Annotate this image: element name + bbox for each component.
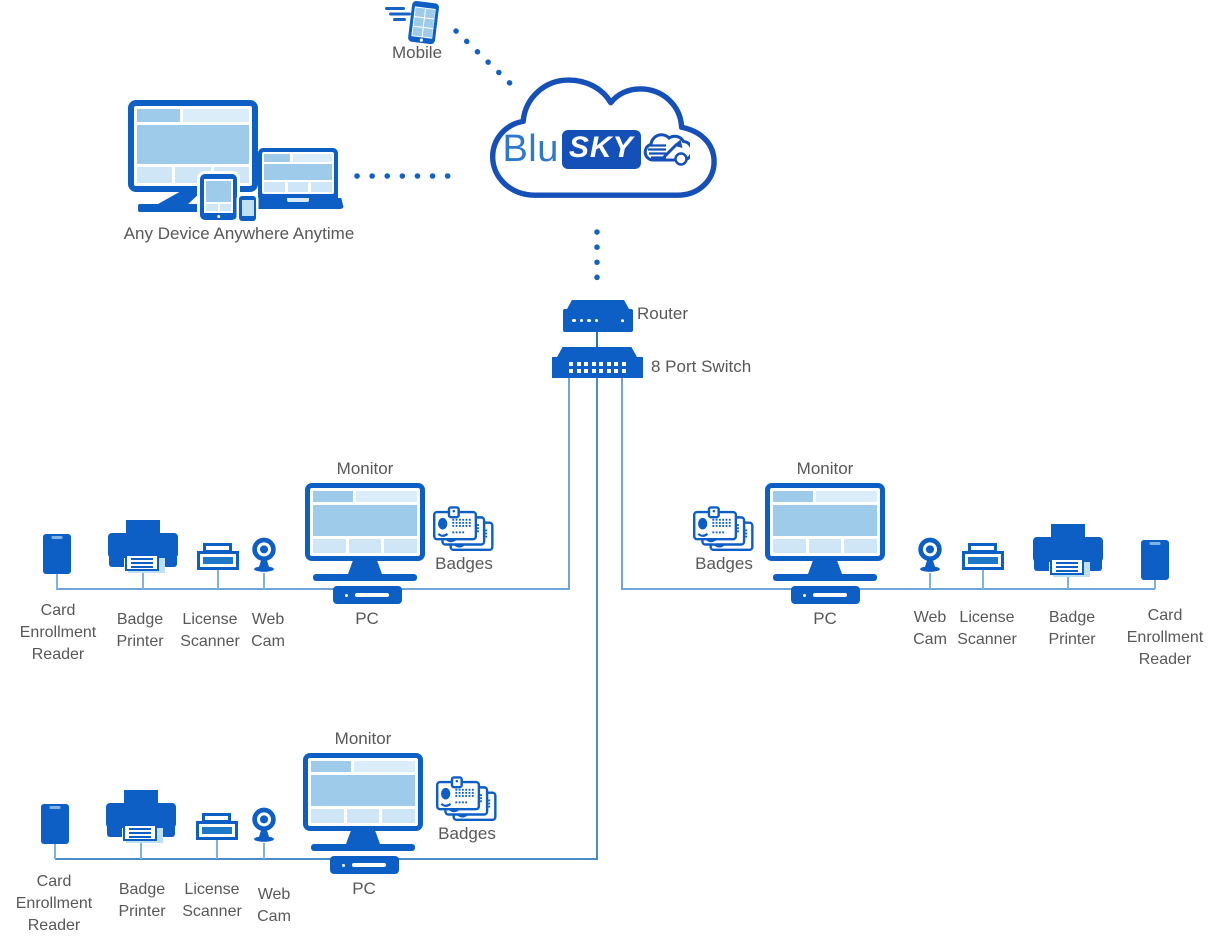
card-enrollment-reader-label: Card Enrollment Reader [19, 602, 97, 663]
logo-cloud-glyph-icon [643, 132, 690, 166]
license-scanner-label: License Scanner [957, 609, 1017, 648]
license-scanner-icon [962, 543, 1004, 570]
logo-sky-badge: SKY [561, 130, 641, 169]
monitor-icon [305, 483, 425, 581]
pc-label: PC [355, 609, 379, 628]
license-scanner-label: License Scanner [182, 881, 242, 920]
license-scanner-icon [197, 543, 239, 570]
web-cam-label: Web Cam [251, 611, 285, 650]
any-device-monitor-icon [128, 100, 258, 212]
card-enrollment-reader-label: Card Enrollment Reader [1126, 607, 1204, 668]
web-cam-icon [252, 537, 276, 572]
pc-icon [791, 586, 860, 604]
pc-icon [330, 856, 399, 874]
badge-printer-label: Badge Printer [1048, 609, 1096, 648]
logo-blu-text: Blu [502, 128, 559, 170]
badge-printer-label: Badge Printer [118, 881, 166, 920]
badges-label: Badges [435, 554, 493, 573]
monitor-label: Monitor [334, 729, 392, 748]
badges-icon [433, 506, 494, 552]
blusky-logo: Blu SKY [473, 128, 719, 171]
router-label: Router [637, 304, 689, 323]
badges-label: Badges [438, 824, 496, 843]
mobile-icon [385, 1, 439, 45]
pc-label: PC [352, 879, 376, 898]
pc-icon [333, 586, 402, 604]
badges-icon [436, 776, 497, 822]
switch-icon [552, 347, 643, 378]
badges-icon [693, 506, 754, 552]
monitor-icon [765, 483, 885, 581]
card-enrollment-reader-icon [1141, 540, 1169, 580]
laptop-icon [252, 148, 344, 209]
card-enrollment-reader-icon [41, 804, 69, 844]
blusky-cloud: Blu SKY [473, 70, 719, 218]
web-cam-icon [252, 807, 276, 842]
badges-label: Badges [695, 554, 753, 573]
badge-printer-icon [108, 520, 178, 573]
mobile-label: Mobile [391, 43, 443, 62]
card-enrollment-reader-label: Card Enrollment Reader [15, 873, 93, 934]
monitor-label: Monitor [796, 459, 854, 478]
pc-label: PC [813, 609, 837, 628]
switch-label: 8 Port Switch [651, 357, 752, 376]
license-scanner-icon [196, 813, 238, 840]
badge-printer-icon [106, 790, 176, 843]
any-device-label: Any Device Anywhere Anytime [123, 224, 355, 243]
badge-printer-icon [1033, 524, 1103, 577]
tablet-icon [200, 174, 237, 220]
card-enrollment-reader-icon [43, 534, 71, 574]
web-cam-icon [918, 537, 942, 572]
web-cam-label: Web Cam [913, 609, 947, 648]
monitor-label: Monitor [336, 459, 394, 478]
monitor-icon [303, 753, 423, 851]
router-icon [563, 300, 633, 332]
web-cam-label: Web Cam [257, 886, 291, 925]
phone-icon [239, 196, 256, 221]
